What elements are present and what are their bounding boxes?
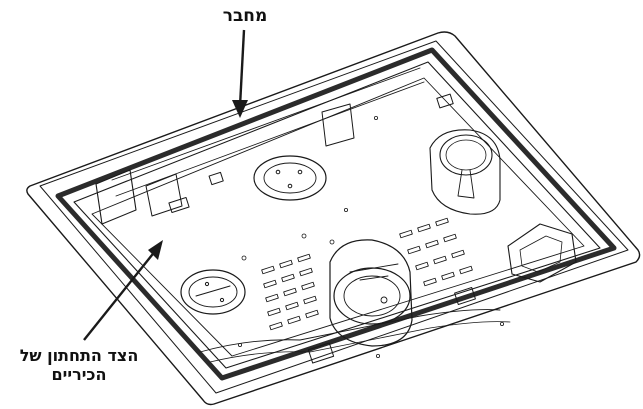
- rear-center-burner: [253, 155, 327, 201]
- vent-slots: [261, 217, 473, 331]
- upper-right-burner: [439, 134, 493, 176]
- connector-label: מחבר: [222, 6, 268, 26]
- center-burner-housing: [329, 239, 413, 347]
- connector-arrow: [232, 29, 248, 118]
- tray-second-rim: [39, 40, 629, 394]
- cooktop-underside-label: הצד התחתון של הכיריים: [0, 346, 158, 384]
- gasket-band: [55, 47, 617, 381]
- left-burner: [180, 269, 246, 315]
- upper-right-pad: [429, 129, 501, 215]
- rear-rib: [111, 67, 425, 197]
- underside-label-line-1: הצד התחתון של: [19, 346, 139, 365]
- front-lip: [199, 309, 501, 353]
- left-connector-block: [95, 169, 137, 225]
- screw-holes: [237, 116, 504, 358]
- right-bracket: [507, 223, 577, 283]
- underside-arrow: [83, 240, 163, 341]
- underside-label-line-2: הכיריים: [51, 365, 107, 385]
- inner-tray-rim: [73, 61, 601, 369]
- tray-outer-rim: [26, 31, 641, 406]
- rear-center-clip: [321, 103, 355, 147]
